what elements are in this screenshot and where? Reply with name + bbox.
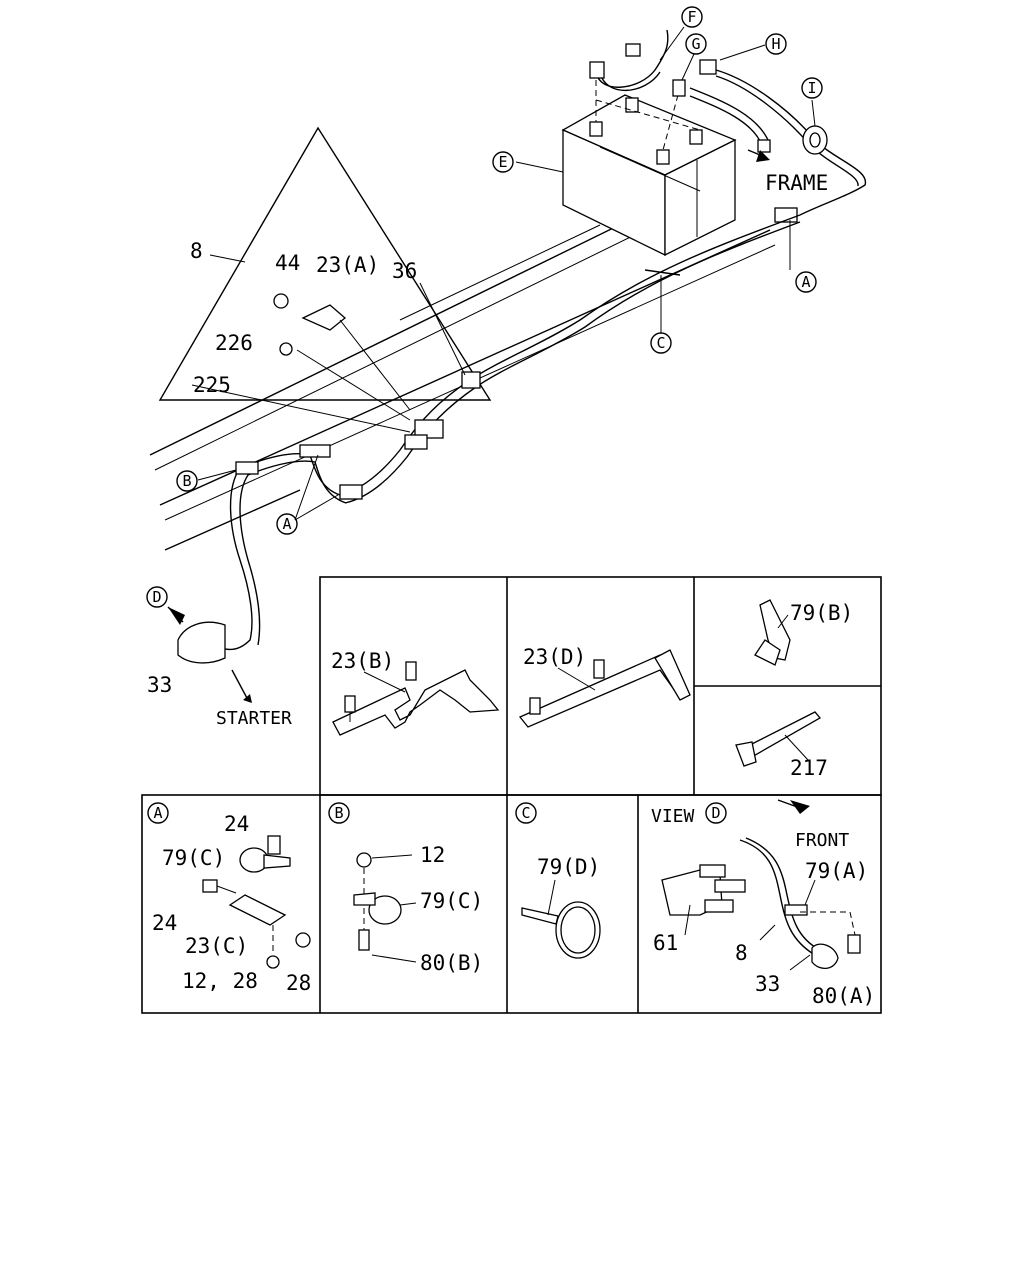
label-8: 8 [190,239,203,263]
svg-text:B: B [182,472,191,490]
svg-text:E: E [498,153,507,171]
view-d: VIEW D FRONT 79(A) 61 8 33 80(A) [651,799,875,1008]
svg-text:A: A [282,515,291,533]
svg-text:28: 28 [286,971,311,995]
label-44: 44 [275,251,300,275]
starter-boot [177,621,226,664]
terminal-g [672,79,686,97]
label-23a: 23(A) [316,253,379,277]
svg-text:79(C): 79(C) [162,846,225,870]
svg-text:A: A [153,804,162,822]
detail-a: A 24 79(C) 24 23(C) 12, 28 28 [147,802,311,995]
label-33: 33 [147,673,172,697]
svg-text:F: F [687,8,696,26]
panel-217: 217 [735,711,828,780]
callout-e: E [492,151,514,173]
bracket-23a [301,304,347,331]
svg-text:23(C): 23(C) [185,934,248,958]
callout-i: I [801,77,823,99]
svg-text:61: 61 [653,931,678,955]
svg-text:A: A [801,273,810,291]
svg-text:12: 12 [420,843,445,867]
detail-b: B 12 79(C) 80(B) [328,802,483,975]
callout-a-main: A [276,513,298,535]
svg-text:79(C): 79(C) [420,889,483,913]
svg-text:8: 8 [735,941,748,965]
svg-text:I: I [807,79,816,97]
terminal-f [589,61,605,79]
callout-d-main: D [146,586,168,608]
svg-text:G: G [691,35,700,53]
callout-b-main: B [176,470,198,492]
svg-text:80(A): 80(A) [812,984,875,1008]
label-226: 226 [215,331,253,355]
label-starter: STARTER [216,708,292,729]
svg-text:B: B [334,804,343,822]
terminal-h [699,59,717,75]
label-36: 36 [392,259,417,283]
callout-g: G [685,33,707,55]
battery [561,80,737,257]
svg-text:79(D): 79(D) [537,855,600,879]
svg-text:24: 24 [224,812,249,836]
svg-text:23(B): 23(B) [331,649,394,673]
detail-c: C 79(D) [515,802,601,959]
svg-text:FRONT: FRONT [795,830,849,851]
svg-text:24: 24 [152,911,177,935]
washer-226 [279,342,293,356]
svg-text:H: H [771,35,780,53]
svg-text:80(B): 80(B) [420,951,483,975]
triangle-callout [158,126,492,401]
svg-text:C: C [521,804,530,822]
main-assembly [149,26,866,703]
label-frame: FRAME [765,171,828,195]
svg-text:23(D): 23(D) [523,645,586,669]
svg-text:79(B): 79(B) [790,601,853,625]
callout-f: F [681,6,703,28]
callout-a-top: A [795,271,817,293]
nut-44 [273,293,289,309]
frame-rails [149,209,776,551]
svg-text:D: D [711,804,720,822]
callout-c-top: C [650,332,672,354]
terminal-f2 [625,43,641,57]
svg-text:79(A): 79(A) [805,859,868,883]
svg-text:33: 33 [755,972,780,996]
panel-23d: 23(D) [518,645,691,728]
panel-23b: 23(B) [331,649,500,736]
callout-h: H [765,33,787,55]
panel-79b: 79(B) [754,599,853,666]
panel-grid [141,576,882,1014]
label-225: 225 [193,373,231,397]
svg-text:217: 217 [790,756,828,780]
svg-text:VIEW: VIEW [651,806,695,827]
svg-text:D: D [152,588,161,606]
svg-text:12, 28: 12, 28 [182,969,258,993]
svg-text:C: C [656,334,665,352]
